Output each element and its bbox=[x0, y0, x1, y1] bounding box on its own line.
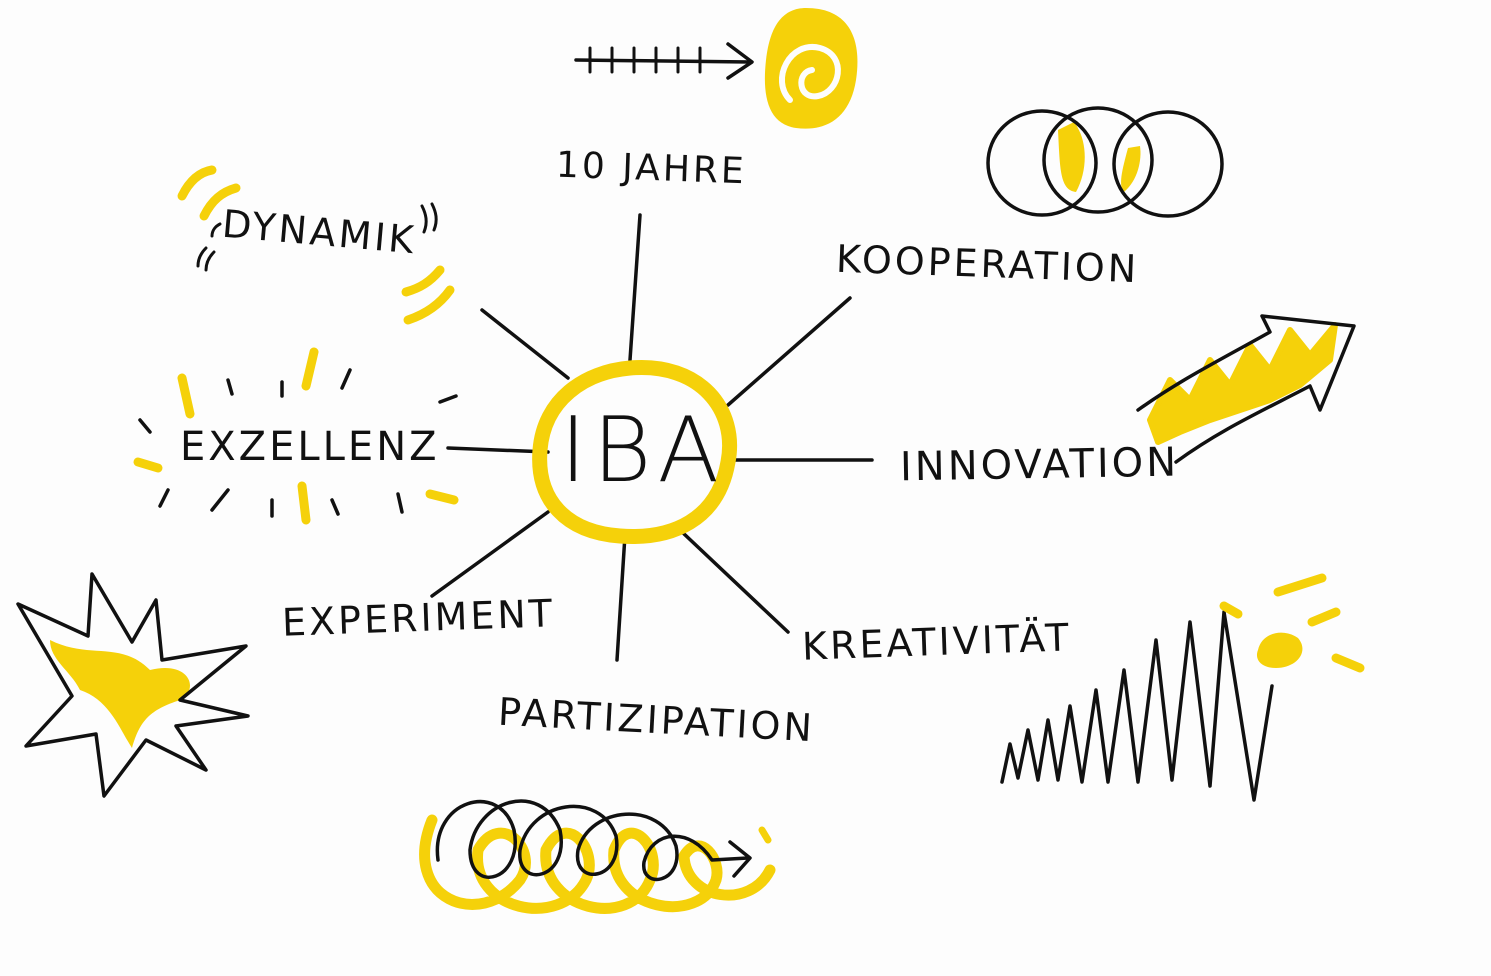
spoke-experiment bbox=[430, 510, 550, 598]
radiating-lines-icon bbox=[133, 347, 459, 525]
spoke-kooperation bbox=[726, 296, 852, 407]
loop-spiral-icon bbox=[419, 799, 776, 914]
node-label-10-jahre: 10 JAHRE bbox=[555, 144, 748, 193]
center-ring bbox=[532, 360, 737, 544]
explosion-star-icon bbox=[16, 572, 250, 798]
zigzag-spark-icon bbox=[1000, 573, 1365, 802]
rising-arrow-icon bbox=[1136, 314, 1356, 464]
node-label-innovation: INNOVATION bbox=[899, 439, 1180, 491]
spoke-dynamik bbox=[480, 308, 570, 380]
spoke-exzellenz bbox=[446, 446, 550, 454]
spoke-10jahre bbox=[628, 213, 642, 362]
spoke-partizipation bbox=[615, 533, 627, 662]
center-label: IBA bbox=[560, 398, 726, 503]
time-arrow-spiral-icon bbox=[574, 8, 858, 129]
overlapping-circles-icon bbox=[986, 106, 1224, 218]
spokes bbox=[430, 213, 874, 662]
node-label-kreativitat: KREATIVITÄT bbox=[801, 615, 1073, 669]
node-label-exzellenz: EXZELLENZ bbox=[180, 424, 440, 470]
motion-marks-icon bbox=[177, 165, 455, 325]
spoke-kreativitat bbox=[680, 530, 790, 634]
